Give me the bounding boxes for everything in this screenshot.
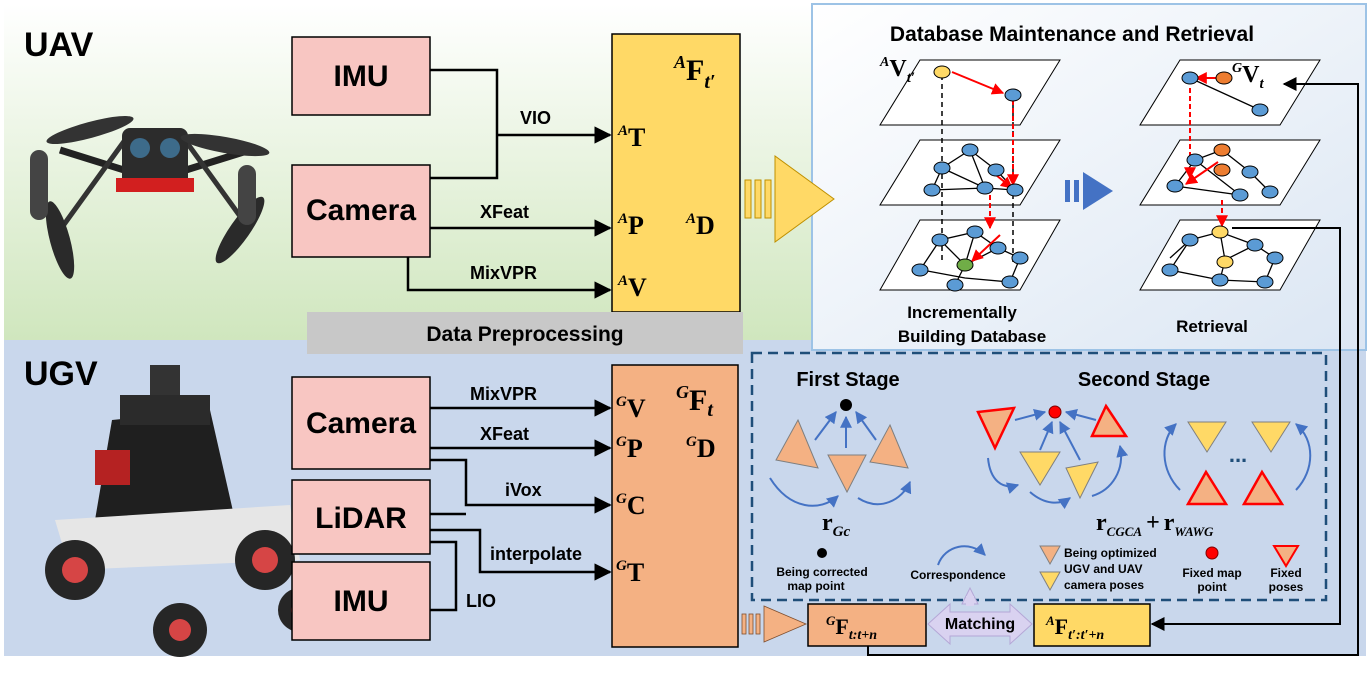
data-preprocessing-label: Data Preprocessing xyxy=(426,323,623,346)
legend-fixed-point-icon xyxy=(1205,546,1219,560)
uav-camera-box xyxy=(291,164,431,258)
legend-fixed-pose-icon xyxy=(1272,545,1300,568)
ugv-edge-interpolate: interpolate xyxy=(490,544,582,564)
database-right-caption: Retrieval xyxy=(1176,317,1248,336)
first-stage-correspondences xyxy=(769,411,912,508)
database-right-nodes xyxy=(1161,71,1284,289)
uav-frame-symbol: AFt′ xyxy=(673,52,716,93)
uav-item-p: AP xyxy=(617,211,644,240)
uav-edge-mixvpr: MixVPR xyxy=(470,263,537,283)
uav-camera-label: Camera xyxy=(306,194,416,227)
uav-imu-box xyxy=(291,36,431,116)
ugv-camera-box xyxy=(291,376,431,470)
uav-window-box xyxy=(1033,603,1151,647)
ugv-camera-label: Camera xyxy=(306,407,416,440)
first-stage-poses xyxy=(775,418,909,494)
uav-item-v: AV xyxy=(617,273,647,302)
database-right-stack xyxy=(1139,59,1321,291)
ugv-edge-ivox: iVox xyxy=(505,480,542,500)
ugv-edge-mixvpr: MixVPR xyxy=(470,384,537,404)
second-stage-ellipsis: ... xyxy=(1229,442,1247,467)
first-stage-map-point xyxy=(840,399,852,411)
uav-item-t: AT xyxy=(617,123,645,152)
uav-connections xyxy=(406,68,612,299)
database-left-caption-2: Building Database xyxy=(898,327,1046,346)
uav-drone-illustration xyxy=(30,116,270,279)
uav-imu-label: IMU xyxy=(334,60,389,93)
database-left-nodes xyxy=(911,65,1029,292)
uav-title: UAV xyxy=(24,26,94,64)
first-stage-residual: rGc xyxy=(822,510,850,540)
ugv-to-matching-arrow xyxy=(741,605,808,643)
second-stage-optimized-poses xyxy=(1019,421,1291,500)
loop-connections xyxy=(867,77,1359,656)
database-right-variable: GVt xyxy=(1232,61,1264,92)
database-left-stack xyxy=(879,59,1061,291)
database-left-red-arrows xyxy=(951,71,1019,262)
second-stage-residual: rCGCA+rWAWG xyxy=(1096,510,1214,539)
uav-to-database-arrow xyxy=(744,155,835,243)
ugv-item-p: GP xyxy=(616,434,643,463)
second-stage-correspondences xyxy=(987,408,1312,510)
ugv-frame-symbol: GFt xyxy=(676,382,714,421)
uav-window-label: AFt′:t′+n xyxy=(1045,613,1104,643)
uav-edge-vio: VIO xyxy=(520,108,551,128)
optimization-stages-panel xyxy=(750,351,1328,602)
ugv-edge-xfeat: XFeat xyxy=(480,424,529,444)
ugv-title: UGV xyxy=(24,355,98,393)
legend-corrected-line1: Being corrected xyxy=(776,565,867,579)
ugv-item-c: GC xyxy=(616,491,646,520)
second-stage-fixed-poses xyxy=(976,403,1285,506)
legend-orange-pose-icon xyxy=(1039,545,1061,566)
second-stage-title: Second Stage xyxy=(1078,369,1210,391)
matching-label: Matching xyxy=(945,616,1015,633)
database-transition-arrow xyxy=(1065,172,1113,210)
legend-yellow-pose-icon xyxy=(1039,571,1061,592)
data-preprocessing-bar xyxy=(307,312,743,354)
ugv-window-box xyxy=(807,603,927,647)
second-stage-fixed-map-point xyxy=(1048,405,1062,419)
ugv-lidar-label: LiDAR xyxy=(315,502,407,535)
uav-edge-xfeat: XFeat xyxy=(480,202,529,222)
matching-arrow xyxy=(927,586,1033,646)
ugv-item-t: GT xyxy=(616,558,644,587)
legend-fixed-poses-line2: poses xyxy=(1269,580,1304,594)
legend-correspondence-label: Correspondence xyxy=(910,568,1006,582)
legend-fixed-point-line2: point xyxy=(1197,580,1226,594)
ugv-lidar-box xyxy=(291,479,431,555)
legend-fixed-point-line1: Fixed map xyxy=(1182,566,1241,580)
ugv-connections xyxy=(430,399,612,612)
legend-fixed-poses-line1: Fixed xyxy=(1270,566,1301,580)
ugv-imu-label: IMU xyxy=(334,585,389,618)
ugv-imu-box xyxy=(291,561,431,641)
legend-correspondence-icon xyxy=(937,543,986,566)
legend-corrected-point-icon xyxy=(817,548,827,558)
legend-optimized-line2: UGV and UAV xyxy=(1064,562,1142,576)
database-title: Database Maintenance and Retrieval xyxy=(890,23,1254,46)
uav-frame-box xyxy=(611,33,741,313)
ugv-edge-lio: LIO xyxy=(466,591,496,611)
ugv-item-d: GD xyxy=(686,434,716,463)
ugv-item-v: GV xyxy=(616,394,646,423)
database-left-caption-1: Incrementally xyxy=(907,303,1017,322)
legend-corrected-line2: map point xyxy=(787,579,844,593)
uav-item-d: AD xyxy=(685,211,715,240)
legend-optimized-line1: Being optimized xyxy=(1064,546,1157,560)
ugv-robot-illustration xyxy=(45,365,322,657)
legend-optimized-line3: camera poses xyxy=(1064,578,1144,592)
database-left-variable: AVt′ xyxy=(879,55,915,86)
ugv-window-label: GFt:t+n xyxy=(826,613,877,643)
ugv-frame-box xyxy=(611,364,739,648)
first-stage-title: First Stage xyxy=(796,369,899,391)
